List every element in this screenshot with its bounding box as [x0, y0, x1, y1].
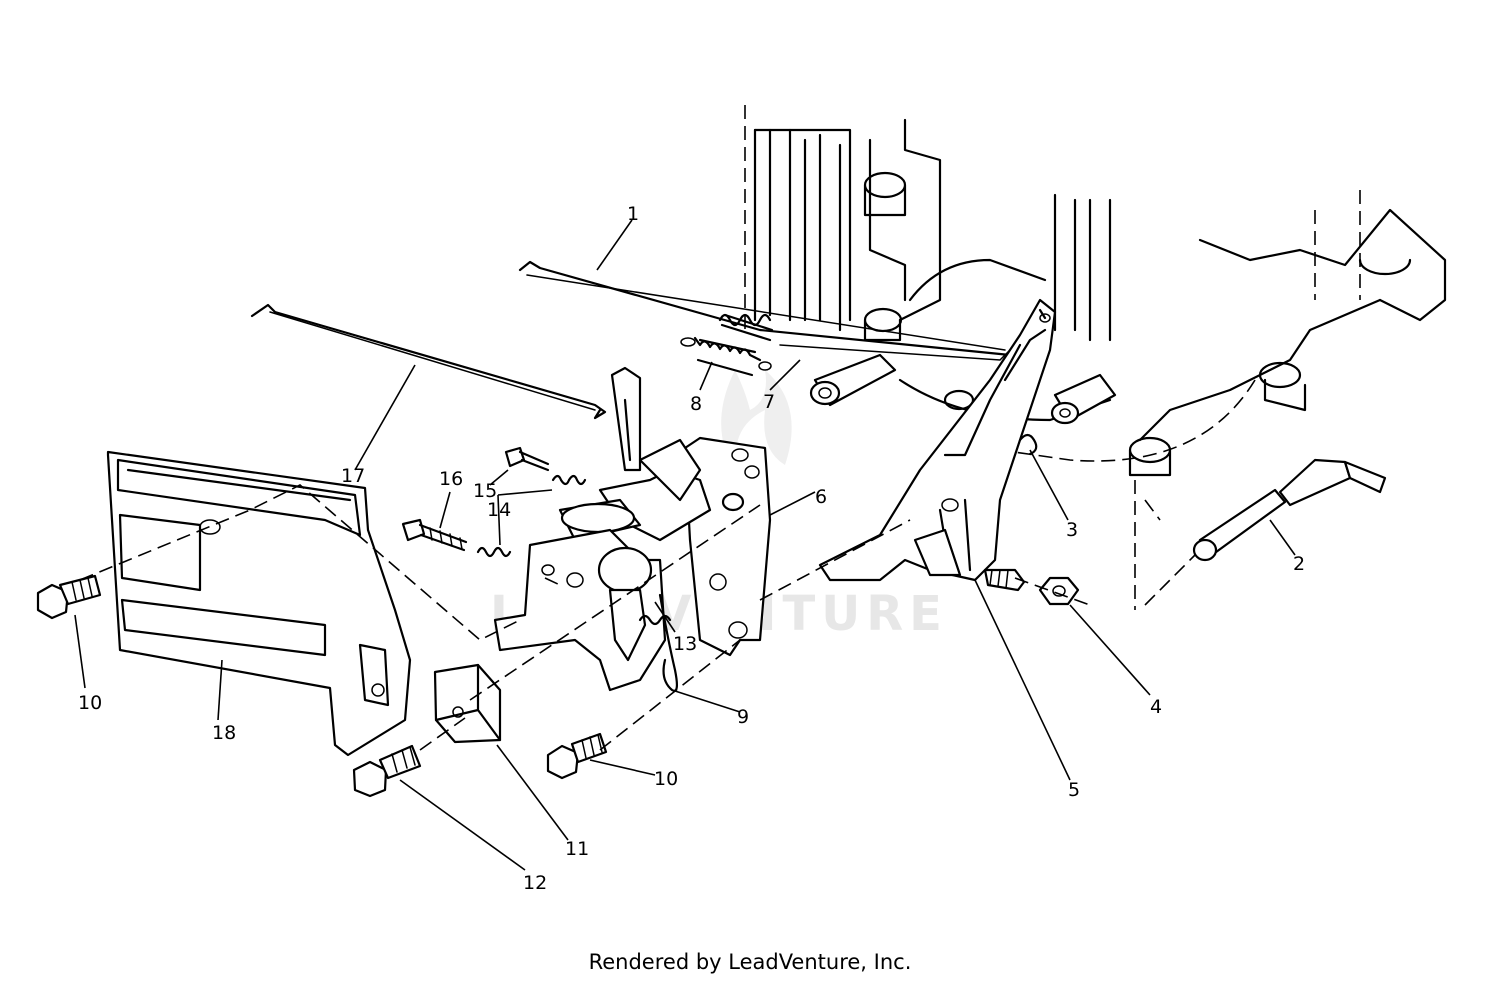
part-10-bolt-center — [546, 732, 608, 780]
part-label-12: 12 — [523, 872, 547, 894]
part-label-16: 16 — [439, 468, 463, 490]
part-2-shaft — [1192, 458, 1387, 562]
part-label-17: 17 — [341, 465, 365, 487]
exploded-parts-diagram: LEADVENTURE — [36, 105, 1447, 894]
part-label-13: 13 — [673, 633, 697, 655]
part-17-rod — [250, 303, 607, 420]
control-bracket-assembly — [493, 366, 772, 692]
part-label-6: 6 — [815, 486, 827, 508]
part-11-clip — [433, 663, 502, 744]
part-label-10-center: 10 — [654, 768, 678, 790]
part-labels: 1 2 3 4 5 6 7 8 9 10 10 11 12 13 14 15 1… — [78, 203, 1305, 894]
part-label-5: 5 — [1068, 779, 1080, 801]
part-10-bolt-left — [36, 574, 102, 620]
engine-block — [744, 105, 1447, 610]
part-3-pin — [1018, 433, 1038, 456]
part-8-spring — [680, 336, 772, 377]
part-label-18: 18 — [212, 722, 236, 744]
part-label-11: 11 — [565, 838, 589, 860]
part-label-7: 7 — [763, 391, 775, 413]
part-label-1: 1 — [627, 203, 639, 225]
part-label-15: 15 — [473, 480, 497, 502]
assembly-dash-lines — [79, 484, 1196, 751]
part-label-8: 8 — [690, 393, 702, 415]
part-label-2: 2 — [1293, 553, 1305, 575]
part-label-3: 3 — [1066, 519, 1078, 541]
part-12-bolt — [352, 744, 422, 798]
part-18-panel — [106, 450, 412, 757]
render-credit: Rendered by LeadVenture, Inc. — [588, 950, 912, 974]
part-label-4: 4 — [1150, 696, 1162, 718]
part-16-screw — [401, 518, 512, 558]
part-label-9: 9 — [737, 706, 749, 728]
part-15-screw — [504, 446, 587, 486]
part-label-14: 14 — [487, 499, 511, 521]
part-4-nut — [983, 568, 1080, 606]
part-5-lever — [818, 298, 1057, 582]
leader-lines — [74, 219, 1296, 871]
part-label-10-left: 10 — [78, 692, 102, 714]
